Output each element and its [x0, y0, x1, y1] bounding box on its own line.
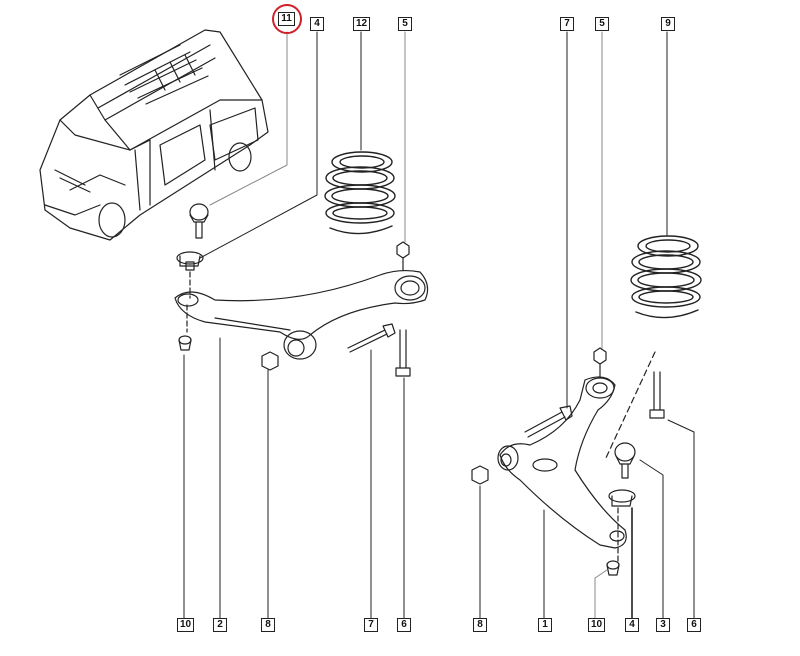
ball-joint-right	[614, 442, 636, 479]
bolt-7-left	[347, 323, 396, 353]
callout-5-top-left[interactable]: 5	[398, 17, 412, 31]
callout-8-right[interactable]: 8	[473, 618, 487, 632]
coil-spring-12	[324, 151, 396, 235]
ball-joint-left	[189, 203, 209, 239]
lower-arm-left	[174, 269, 429, 360]
clamp-right	[608, 489, 636, 507]
nut-5-right	[593, 347, 607, 365]
clamp-left	[176, 251, 204, 271]
nut-5-left	[396, 241, 410, 259]
callout-6-left[interactable]: 6	[397, 618, 411, 632]
callout-10-left[interactable]: 10	[177, 618, 194, 632]
nut-10-left	[178, 335, 192, 351]
coil-spring-9	[630, 235, 702, 319]
callout-11[interactable]: 11	[278, 12, 295, 26]
bolt-6-left	[395, 329, 411, 377]
lower-arm-right	[497, 376, 627, 549]
callout-7-bottom[interactable]: 7	[364, 618, 378, 632]
callout-9[interactable]: 9	[661, 17, 675, 31]
nut-8-right	[471, 465, 489, 485]
callout-1[interactable]: 1	[538, 618, 552, 632]
callout-8-left[interactable]: 8	[261, 618, 275, 632]
nut-10-right	[606, 560, 620, 576]
bolt-6-right	[649, 371, 665, 419]
callout-12[interactable]: 12	[353, 17, 370, 31]
van-illustration	[39, 29, 269, 241]
callout-3[interactable]: 3	[656, 618, 670, 632]
callout-2[interactable]: 2	[213, 618, 227, 632]
callout-4-bottom[interactable]: 4	[625, 618, 639, 632]
callout-6-right[interactable]: 6	[687, 618, 701, 632]
nut-8-left	[261, 351, 279, 371]
highlight-ring	[272, 4, 302, 34]
callout-4-top[interactable]: 4	[310, 17, 324, 31]
callout-10-right[interactable]: 10	[588, 618, 605, 632]
callout-5-top-right[interactable]: 5	[595, 17, 609, 31]
callout-7-top[interactable]: 7	[560, 17, 574, 31]
leader-lines	[183, 31, 695, 619]
